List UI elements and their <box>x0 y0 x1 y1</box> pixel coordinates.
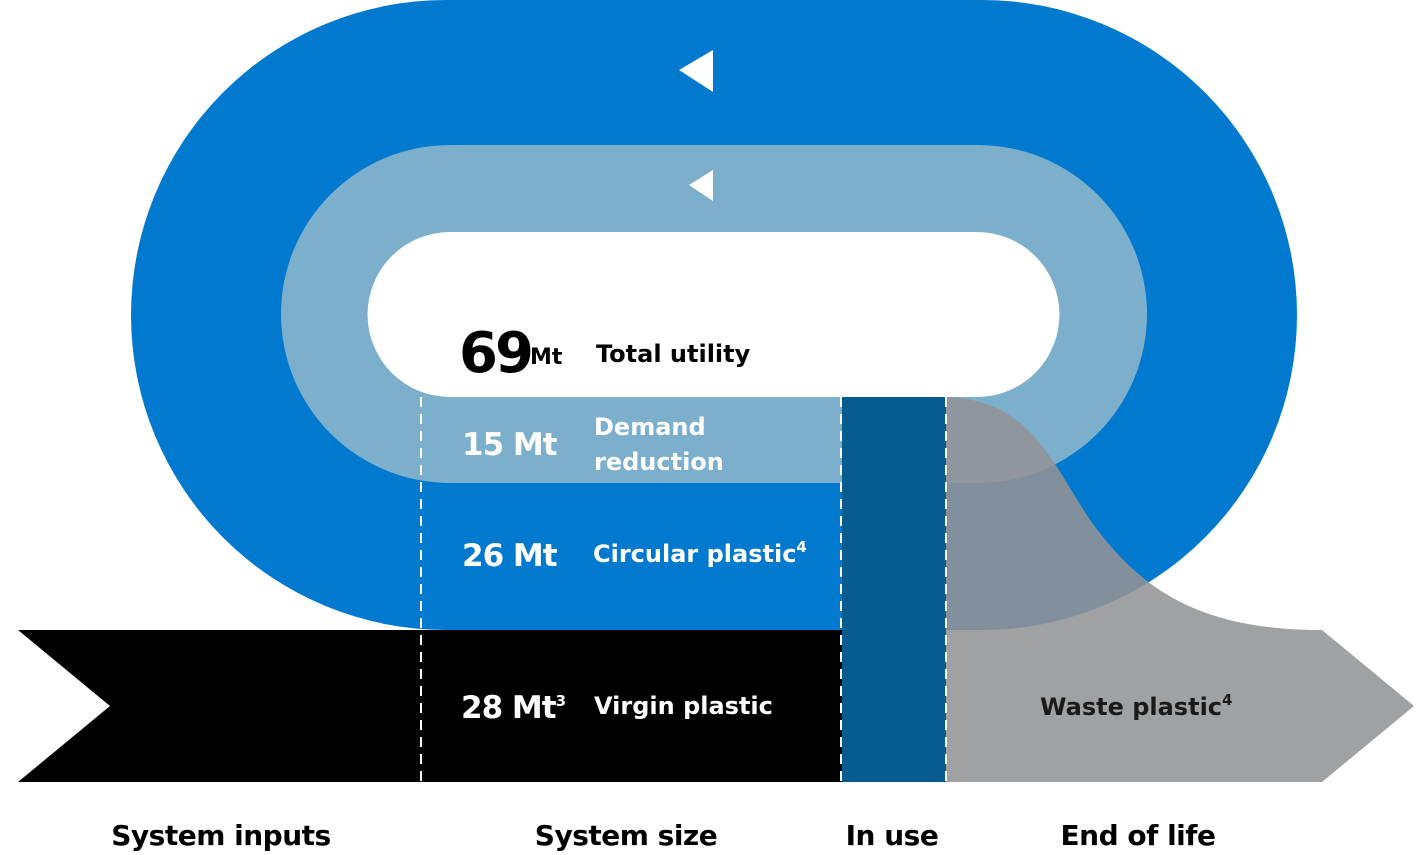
virgin-plastic-footnote: 3 <box>556 692 566 710</box>
total-value: 69 <box>459 321 531 386</box>
circular-plastic-value: 26 Mt <box>462 538 558 574</box>
virgin-plastic-label: Virgin plastic <box>594 692 773 720</box>
circular-plastic-footnote: 4 <box>796 538 806 556</box>
total-label: Total utility <box>596 340 751 368</box>
virgin-plastic-band <box>18 630 842 782</box>
stage-system-inputs: System inputs <box>111 819 330 852</box>
stage-system-size: System size <box>535 819 717 852</box>
arrow-left-icon <box>679 50 713 92</box>
stage-in-use: In use <box>846 819 939 852</box>
in-use-column <box>842 397 946 782</box>
demand-reduction-label-1: Demand <box>594 413 706 441</box>
total-utility-area <box>367 232 1060 397</box>
waste-plastic-label: Waste plastic4 <box>1040 691 1232 721</box>
stage-end-of-life: End of life <box>1061 819 1216 852</box>
total-unit: Mt <box>530 345 563 370</box>
demand-reduction-value: 15 Mt <box>462 427 558 463</box>
waste-plastic-footnote: 4 <box>1222 691 1232 709</box>
circular-plastic-label: Circular plastic4 <box>593 538 807 568</box>
virgin-plastic-value: 28 Mt3 <box>461 690 566 726</box>
arrow-left-icon <box>689 170 713 201</box>
demand-reduction-label-2: reduction <box>594 448 724 476</box>
